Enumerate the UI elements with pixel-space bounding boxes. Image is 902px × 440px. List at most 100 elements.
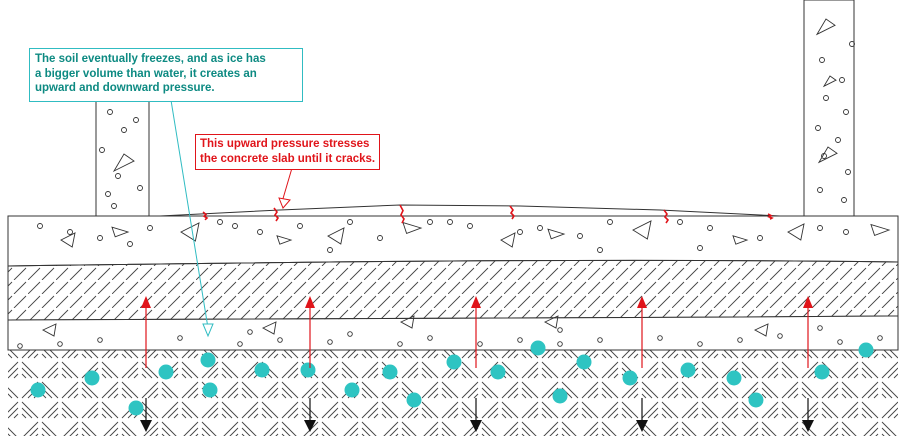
arrow-up-icon: [471, 296, 481, 308]
ice-crystal: [576, 354, 592, 370]
aggregate-triangle: [327, 227, 345, 245]
aggregate-dot: [447, 219, 453, 225]
aggregate-dot: [37, 223, 43, 229]
aggregate-dot: [737, 337, 743, 343]
aggregate-dot: [835, 137, 841, 143]
ice-crystal: [490, 364, 506, 380]
ice-crystal: [84, 370, 100, 386]
aggregate-dot: [845, 169, 851, 175]
aggregate-dot: [819, 57, 825, 63]
crack-callout: This upward pressure stresses the concre…: [195, 134, 381, 170]
arrow-up-icon: [803, 296, 813, 308]
aggregate-dot: [677, 219, 683, 225]
arrow-up-icon: [305, 296, 315, 308]
aggregate-triangle: [399, 315, 415, 329]
ice-crystal: [858, 342, 874, 358]
crack: [663, 209, 670, 224]
ice-crystal: [748, 392, 764, 408]
freeze-leader-line: [169, 93, 209, 329]
aggregate-dot: [257, 229, 263, 235]
ice-crystal: [30, 382, 46, 398]
aggregate-triangle: [787, 223, 805, 241]
aggregate-dot: [657, 335, 663, 341]
ice-crystal: [200, 352, 216, 368]
aggregate-dot: [57, 341, 63, 347]
aggregate-triangle: [632, 220, 652, 240]
aggregate-dot: [111, 203, 117, 209]
aggregate-triangle: [870, 223, 891, 236]
slab-cracks: [202, 204, 774, 224]
ice-crystal: [128, 400, 144, 416]
aggregate-dot: [607, 219, 613, 225]
aggregate-dot: [697, 341, 703, 347]
crack: [399, 204, 405, 224]
crack: [767, 213, 774, 220]
aggregate-dot: [817, 187, 823, 193]
arrow-down-icon: [802, 420, 814, 432]
concrete-slab: [7, 215, 899, 267]
aggregate-triangle: [180, 222, 200, 242]
aggregate-dot: [557, 341, 563, 347]
aggregate-triangle: [112, 153, 135, 173]
ice-crystal: [406, 392, 422, 408]
aggregate-triangle: [41, 323, 57, 337]
aggregate-dot: [137, 185, 143, 191]
aggregate-triangle: [402, 221, 423, 234]
aggregate-dot: [557, 327, 563, 333]
aggregate-dot: [427, 219, 433, 225]
aggregate-dot: [597, 337, 603, 343]
crack-leader-line: [281, 167, 293, 203]
aggregate-dot: [277, 337, 283, 343]
aggregate-dot: [99, 147, 105, 153]
arrow-down-icon: [304, 420, 316, 432]
aggregate-dot: [17, 343, 23, 349]
aggregate-dot: [817, 325, 823, 331]
aggregate-dot: [347, 219, 353, 225]
aggregate-dot: [105, 191, 111, 197]
aggregate-dot: [817, 225, 823, 231]
sand-layer: [7, 315, 899, 351]
ice-crystal: [726, 370, 742, 386]
aggregate-dot: [147, 225, 153, 231]
ice-crystal: [622, 370, 638, 386]
aggregate-dot: [841, 197, 847, 203]
aggregate-dot: [427, 335, 433, 341]
aggregate-dot: [597, 247, 603, 253]
crack-leader-arrow-icon: [278, 197, 291, 209]
ice-crystal: [158, 364, 174, 380]
aggregate-dot: [127, 241, 133, 247]
ice-crystal: [680, 362, 696, 378]
aggregate-dot: [815, 125, 821, 131]
aggregate-dot: [757, 235, 763, 241]
aggregate-dot: [707, 225, 713, 231]
aggregate-dot: [97, 337, 103, 343]
aggregate-triangle: [822, 75, 837, 88]
aggregate-triangle: [543, 315, 559, 329]
aggregate-triangle: [111, 226, 130, 238]
sand-aggregate: [17, 315, 883, 349]
crack: [509, 205, 516, 220]
aggregate-dot: [477, 341, 483, 347]
aggregate-dot: [877, 335, 883, 341]
foundation-column: [803, 0, 855, 217]
aggregate-dot: [397, 341, 403, 347]
aggregate-triangle: [817, 146, 838, 164]
slab-aggregate: [37, 219, 891, 253]
aggregate-dot: [777, 333, 783, 339]
crack: [273, 207, 280, 222]
arrow-up-icon: [637, 296, 647, 308]
aggregate-dot: [297, 223, 303, 229]
aggregate-dot: [823, 95, 829, 101]
aggregate-dot: [517, 337, 523, 343]
aggregate-dot: [247, 329, 253, 335]
arrow-up-icon: [141, 296, 151, 308]
slab-surface: [8, 204, 898, 217]
ice-crystals: [30, 340, 874, 416]
aggregate-dot: [327, 247, 333, 253]
aggregate-triangle: [815, 18, 836, 36]
crack: [202, 211, 209, 221]
ice-crystal: [344, 382, 360, 398]
aggregate-triangle: [276, 235, 293, 245]
aggregate-dot: [843, 109, 849, 115]
